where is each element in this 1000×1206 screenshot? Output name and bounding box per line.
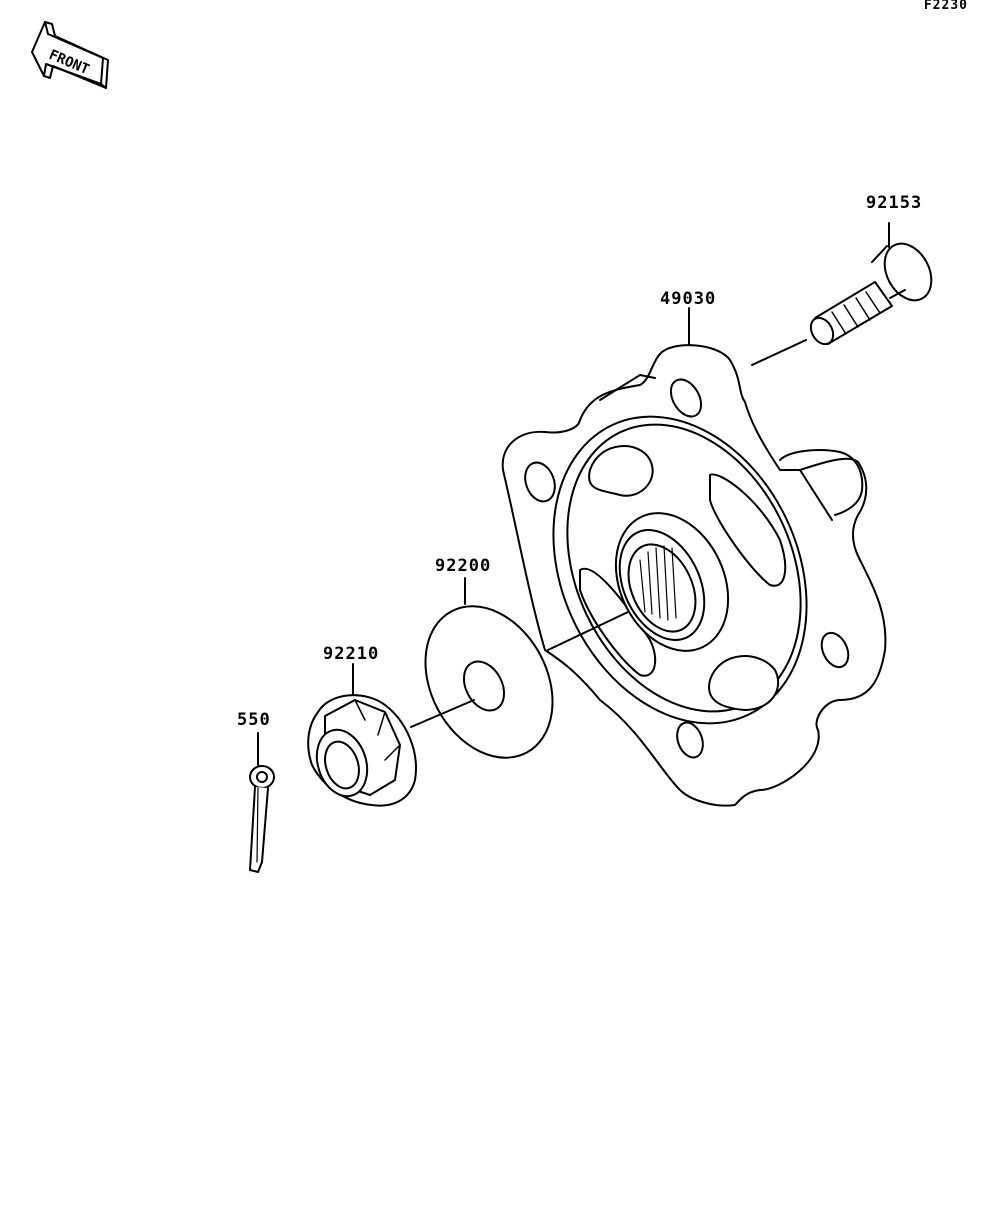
part-number-cotter-pin: 550 (237, 710, 271, 730)
wheel-hub-drawing (501, 307, 887, 807)
hub-stud-drawing (751, 222, 933, 366)
part-number-washer: 92200 (435, 556, 492, 576)
cotter-pin-drawing (249, 732, 275, 873)
part-number-flange-nut: 92210 (323, 644, 380, 664)
part-number-hub-stud: 92153 (866, 193, 923, 213)
figure-id: F2230 (923, 0, 968, 13)
washer-drawing (410, 577, 554, 759)
flange-nut-drawing (307, 663, 417, 807)
front-arrow-icon: FRONT (31, 21, 109, 89)
part-number-wheel-hub: 49030 (660, 289, 717, 309)
